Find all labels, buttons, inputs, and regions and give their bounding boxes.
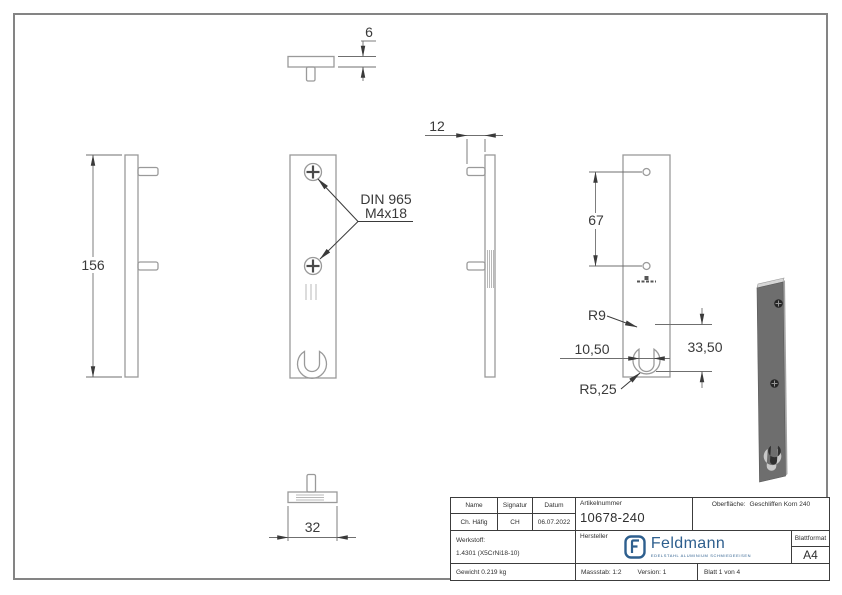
artikelnummer-label: Artikelnummer	[580, 500, 622, 507]
dim-slot-width: 10,50	[574, 341, 609, 357]
blattformat-cell: Blattformat A4	[791, 531, 829, 563]
title-block: Name Signatur Datum Artikelnummer 10678-…	[450, 497, 830, 581]
bottom-view: 32	[269, 473, 356, 541]
engraving-mark	[637, 276, 656, 283]
artikelnummer-cell: Artikelnummer 10678-240	[576, 498, 693, 531]
screw-note-line1: DIN 965	[360, 191, 412, 207]
logo-tagline: EDELSTAHL ALUMINIUM SCHMIEDEEISEN	[650, 552, 752, 558]
keyhole-front	[296, 350, 328, 379]
dim-width: 32	[305, 519, 321, 535]
blattformat-value: A4	[803, 548, 818, 562]
massstab-version-cell: Massstab: 1:2 Version: 1	[576, 564, 697, 580]
value-name: Ch. Häfig	[451, 514, 498, 531]
dim-radius-bottom: R5,25	[579, 381, 617, 397]
massstab: Massstab: 1:2	[581, 568, 622, 576]
hersteller-cell: Hersteller Feldmann EDELSTAHL ALUMINIUM …	[576, 531, 829, 564]
iso-right-face	[783, 280, 788, 476]
dim-thickness: 6	[365, 24, 373, 40]
feldmann-logo-icon	[624, 535, 646, 559]
front-view: DIN 965 M4x18	[289, 154, 413, 379]
artikelnummer-value: 10678-240	[580, 510, 645, 525]
blattformat-label: Blattformat	[792, 531, 829, 547]
werkstoff-value: 1.4301 (X5CrNi18-10)	[456, 550, 520, 557]
header-datum: Datum	[533, 498, 576, 514]
iso-screw-top-icon	[774, 299, 783, 308]
dim-depth: 12	[429, 118, 445, 134]
dim-keyhole-height: 33,50	[687, 339, 722, 355]
screw-middle-icon	[303, 256, 323, 276]
side-view-right: 12	[425, 118, 503, 378]
iso-view	[756, 277, 788, 483]
screw-note-line2: M4x18	[365, 205, 407, 221]
sheet-frame	[13, 13, 828, 580]
blatt-cell: Blatt 1 von 4	[697, 564, 829, 580]
bottom-row-cell: Massstab: 1:2 Version: 1 Blatt 1 von 4	[576, 564, 829, 580]
back-view: 67 R9 10,50 33,50 R5,25	[560, 154, 723, 397]
gewicht-cell: Gewicht 0.219 kg	[451, 564, 576, 580]
header-signatur: Signatur	[498, 498, 533, 514]
dim-hole-spacing: 67	[588, 212, 604, 228]
dim-radius-top: R9	[588, 307, 606, 323]
oberflaeche-label: Oberfläche:	[711, 501, 746, 508]
werkstoff-label: Werkstoff:	[456, 537, 486, 544]
value-signatur: CH	[498, 514, 533, 531]
logo-wordmark: Feldmann	[650, 535, 726, 553]
feldmann-logo: Feldmann EDELSTAHL ALUMINIUM SCHMIEDEEIS…	[624, 535, 751, 559]
side-view-left: 156	[81, 154, 159, 378]
iso-keyhole-wall	[763, 448, 782, 471]
oberflaeche-value: Geschliffen Korn 240	[749, 501, 811, 508]
iso-keyhole	[768, 445, 781, 465]
top-view: 6	[287, 24, 376, 82]
header-name: Name	[451, 498, 498, 514]
screw-top-icon	[303, 162, 323, 182]
werkstoff-cell: Werkstoff: 1.4301 (X5CrNi18-10)	[451, 531, 576, 564]
keyhole-back	[632, 347, 661, 375]
oberflaeche-cell: Oberfläche: Geschliffen Korn 240	[693, 498, 829, 531]
value-datum: 06.07.2022	[533, 514, 576, 531]
iso-screw-middle-icon	[770, 379, 779, 388]
hersteller-label: Hersteller	[580, 533, 608, 540]
version: Version: 1	[637, 568, 667, 576]
dim-height: 156	[81, 257, 105, 273]
